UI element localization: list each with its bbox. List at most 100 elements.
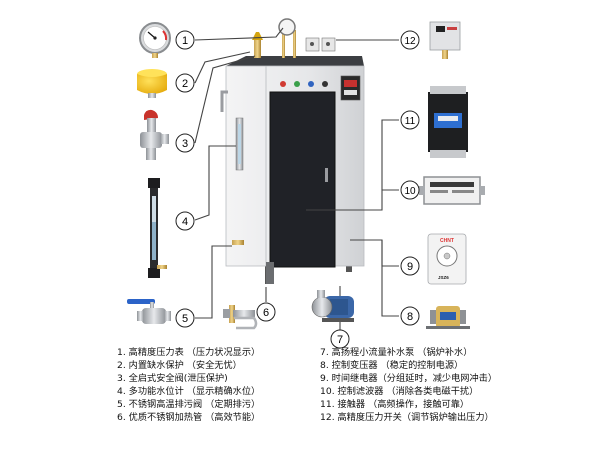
top-valve [254, 40, 261, 58]
legend-item: 2. 内置缺水保护 （安全无忧） [117, 360, 242, 371]
contactor-terminals-bottom [430, 150, 466, 158]
callout-bubble-3: 3 [175, 133, 195, 153]
callout-number: 9 [407, 261, 413, 273]
safety-valve-part [140, 109, 169, 160]
leader-line-5 [195, 245, 232, 319]
level-gauge-top [148, 178, 160, 188]
leader-line-10 [306, 189, 399, 211]
legend-item: 11. 接触器 （高频操作，接触可靠） [320, 399, 470, 410]
top-switch-knob [310, 42, 314, 46]
callout-bubble-9: 9 [400, 256, 420, 276]
pump-base [322, 318, 354, 322]
top-switch-knob [326, 42, 330, 46]
leader-line-8 [350, 239, 399, 317]
callout-bubble-2: 2 [175, 73, 195, 93]
drain-valve-port [137, 311, 144, 321]
callout-circle [175, 30, 195, 50]
relay-model: JSZ6 [438, 275, 449, 280]
legend-item: 1. 高精度压力表 （压力状况显示） [117, 347, 261, 358]
legend-item: 8. 控制变压器 （稳定的控制电源） [320, 360, 464, 371]
callout-bubble-1: 1 [175, 30, 195, 50]
callout-number: 5 [182, 313, 188, 325]
drain-pipe [232, 240, 244, 245]
leader-line-9 [381, 240, 399, 267]
pump-head [311, 296, 333, 318]
pressure-switch-box [429, 21, 461, 51]
water-pump-part [311, 290, 354, 322]
callout-circle [400, 256, 420, 276]
relay-brand: CHNT [440, 238, 454, 244]
top-valve-cap [252, 32, 263, 40]
drain-valve-handle [127, 299, 155, 304]
callout-bubble-12: 12 [400, 30, 420, 50]
heating-tube-part [223, 305, 258, 330]
callout-number: 11 [405, 116, 416, 127]
pump-outlet [317, 290, 325, 298]
relay-dial-knob [443, 252, 451, 260]
leader-line-4 [194, 145, 236, 221]
leader-line-2 [194, 51, 251, 84]
control-display-screen [344, 80, 357, 87]
callout-circle [400, 110, 420, 130]
filter-label-line [452, 190, 474, 193]
callout-bubble-5: 5 [175, 308, 195, 328]
pressure-gauge-stem [152, 53, 158, 58]
cabinet-door [269, 91, 336, 268]
filter-label [430, 182, 474, 187]
pressure-switch-part [429, 21, 461, 59]
safety-valve-neck [147, 118, 156, 132]
level-gauge-bottom [148, 268, 160, 278]
time-relay-part: CHNT JSZ6 [427, 233, 467, 285]
filter-tab [419, 186, 425, 195]
legend-item: 4. 多功能水位计 （显示精确水位） [117, 386, 261, 397]
callout-number: 8 [407, 311, 413, 323]
filter-tab [479, 186, 485, 195]
yellow-cap-body [137, 74, 167, 94]
safety-valve-inlet [146, 148, 156, 160]
pressure-gauge-red-arc [162, 30, 168, 41]
callout-bubble-10: 10 [400, 180, 420, 200]
pressure-switch-label [447, 27, 457, 30]
legend-item: 3. 全启式安全阀(泄压保护) [117, 373, 228, 384]
legend-item: 6. 优质不锈钢加热管 （高效节能） [117, 412, 261, 423]
level-gauge-valve [157, 265, 167, 269]
safety-valve-body [140, 132, 162, 148]
leader-line-11 [381, 119, 399, 190]
callout-bubble-8: 8 [400, 306, 420, 326]
door-handle[interactable] [325, 168, 328, 182]
callout-circle [400, 180, 420, 200]
callout-number: 12 [404, 36, 416, 47]
legend-item: 10. 控制滤波器 （消除各类电磁干扰） [320, 386, 479, 397]
legend-right-column: 7. 高扬程小流量补水泵 （锅炉补水） 8. 控制变压器 （稳定的控制电源） 9… [320, 346, 497, 424]
contactor-label [438, 116, 458, 121]
top-pipe [293, 30, 296, 58]
heating-tube-cap [223, 309, 230, 318]
top-pipe [282, 30, 285, 58]
pump-motor-fins [330, 299, 348, 315]
drain-valve-body [142, 308, 166, 324]
contactor-part [428, 86, 468, 158]
safety-valve-red-cap [144, 109, 158, 120]
safety-valve-outlet [160, 134, 169, 144]
leader-line-3 [194, 55, 256, 144]
legend-left-column: 1. 高精度压力表 （压力状况显示） 2. 内置缺水保护 （安全无忧） 3. 全… [117, 346, 260, 424]
indicator-light-red [280, 81, 286, 87]
callout-circle [256, 302, 276, 322]
callout-number: 1 [182, 35, 188, 47]
pressure-gauge-part [139, 22, 171, 58]
callout-circle [175, 133, 195, 153]
heating-tube-body [233, 310, 255, 317]
drain-valve-part [127, 299, 171, 324]
transformer-label [440, 312, 456, 320]
callout-number: 4 [182, 216, 188, 228]
leader-lines [194, 27, 399, 330]
callout-number: 3 [182, 138, 188, 150]
heating-tube-flange [229, 305, 235, 323]
cabinet-top [226, 56, 364, 66]
legend-item: 12. 高精度压力开关（调节锅炉输出压力） [320, 412, 494, 423]
drain-valve-port [164, 311, 171, 321]
callout-bubble-7: 7 [330, 329, 350, 349]
legend-item: 7. 高扬程小流量补水泵 （锅炉补水） [320, 347, 473, 358]
boiler-bottom-plate [266, 262, 274, 284]
